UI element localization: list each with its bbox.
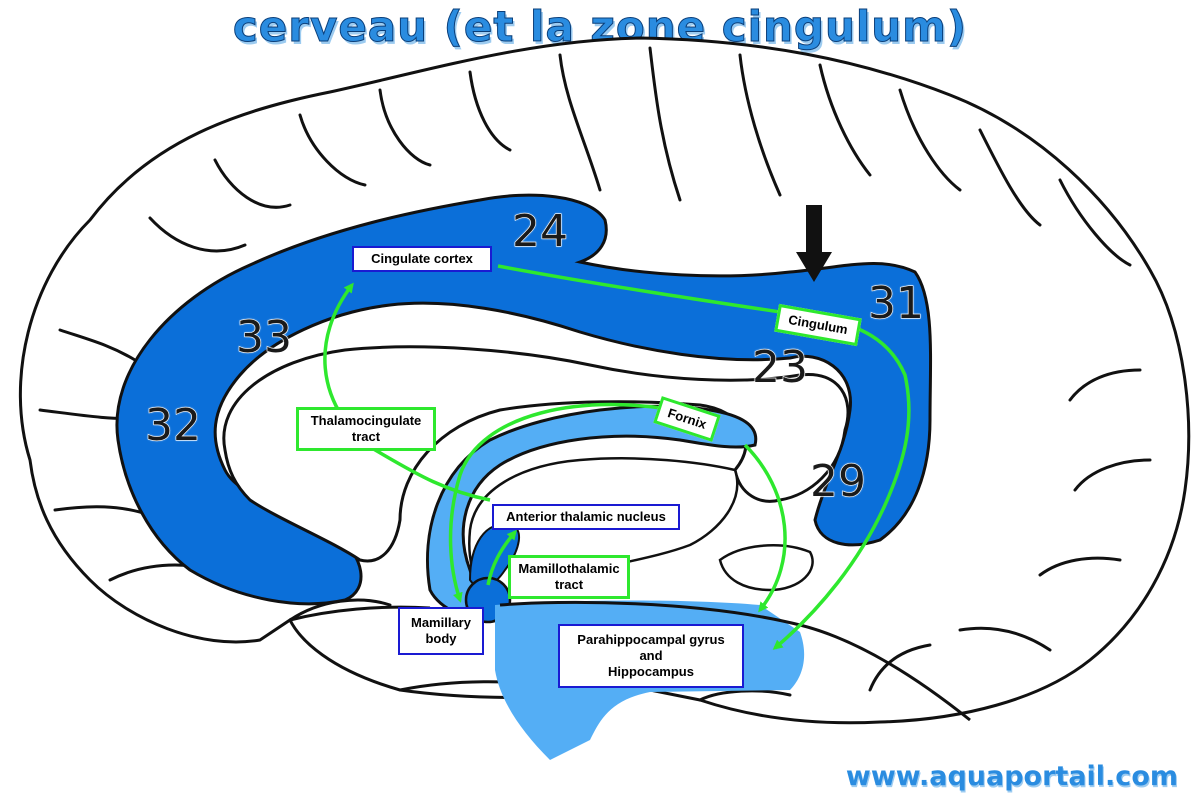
label-thalamocingulate-tract: Thalamocingulate tract (296, 407, 436, 451)
label-anterior-thalamic-nucleus: Anterior thalamic nucleus (492, 504, 680, 530)
area-33: 33 (235, 311, 292, 363)
label-parahippocampal-hippocampus: Parahippocampal gyrus and Hippocampus (558, 624, 744, 688)
thalamocingulate-connector (369, 445, 491, 502)
gyri-folds (38, 46, 1152, 702)
area-31: 31 (867, 277, 924, 329)
area-23: 23 (751, 341, 808, 393)
black-down-arrow (796, 205, 832, 282)
label-cingulate-cortex: Cingulate cortex (352, 246, 492, 272)
corpus-callosum (222, 345, 850, 563)
label-mamillary-body: Mamillary body (398, 607, 484, 655)
cingulum-tract (497, 264, 911, 650)
mamillothalamic-tract (486, 529, 517, 586)
brainstem (718, 544, 814, 592)
area-29: 29 (809, 455, 866, 507)
watermark: www.aquaportail.com (845, 761, 1178, 792)
fornix-tract (743, 443, 787, 613)
fornix-tract-front (448, 402, 691, 603)
label-mamillothalamic-tract: Mamillothalamic tract (508, 555, 630, 599)
area-24: 24 (511, 205, 568, 257)
area-32: 32 (144, 399, 201, 451)
